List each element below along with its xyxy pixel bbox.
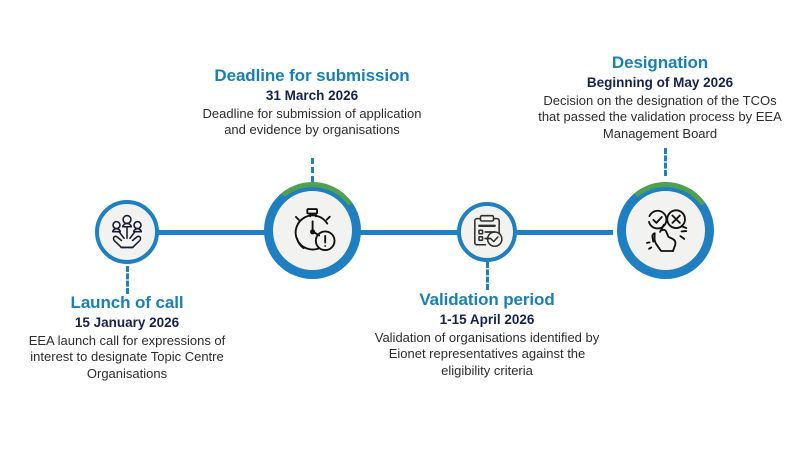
step-description: EEA launch call for expressions of inter… <box>28 332 226 381</box>
step-heading: Designation <box>611 53 709 72</box>
leader-line-designation <box>664 148 667 176</box>
hands-holding-people-icon <box>111 214 143 249</box>
clipboard-check-icon <box>474 214 503 248</box>
text-block-launch-of-call: Launch of call 15 January 2026 EEA launc… <box>20 293 234 382</box>
step-heading: Validation period <box>419 290 555 309</box>
text-block-deadline-for-submission: Deadline for submission 31 March 2026 De… <box>198 66 426 139</box>
step-date: Beginning of May 2026 <box>586 74 734 90</box>
step-description: Deadline for submission of application a… <box>202 105 422 138</box>
timeline-node-validation-period[interactable] <box>457 202 517 262</box>
leader-line-deadline-for-submission <box>311 158 314 182</box>
stopwatch-alert-icon <box>294 207 335 251</box>
step-date: 15 January 2026 <box>74 314 180 330</box>
timeline-node-designation[interactable] <box>617 182 714 279</box>
hand-pointing-check-cross-icon <box>645 208 687 252</box>
step-heading: Launch of call <box>70 293 184 312</box>
timeline-node-launch-of-call[interactable] <box>95 200 159 264</box>
connector-rail-3-4 <box>517 230 613 235</box>
leader-line-validation-period <box>486 262 489 290</box>
leader-line-launch-of-call <box>126 266 129 294</box>
step-heading: Deadline for submission <box>214 66 410 85</box>
text-block-designation: Designation Beginning of May 2026 Decisi… <box>535 53 785 142</box>
step-description: Validation of organisations identified b… <box>374 329 600 378</box>
timeline-node-deadline-for-submission[interactable] <box>264 182 361 279</box>
step-description: Decision on the designation of the TCOs … <box>538 92 782 141</box>
step-date: 31 March 2026 <box>265 87 359 103</box>
step-date: 1-15 April 2026 <box>439 311 535 327</box>
connector-rail-2-3 <box>357 230 458 235</box>
connector-rail-1-2 <box>155 230 270 235</box>
text-block-validation-period: Validation period 1-15 April 2026 Valida… <box>371 290 603 379</box>
